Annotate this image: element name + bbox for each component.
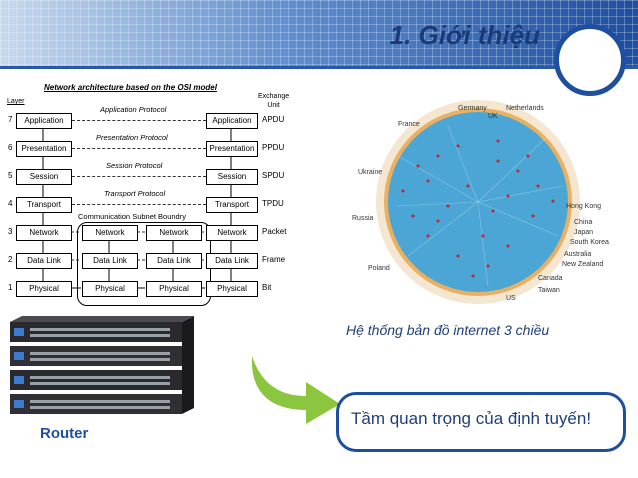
router-label: Router (40, 425, 89, 442)
map-caption: Hệ thống bản đồ internet 3 chiều (346, 322, 550, 338)
protocol-label: Application Protocol (100, 105, 167, 114)
layer-number: 6 (8, 143, 13, 152)
exchange-unit: Bit (262, 283, 272, 292)
map-label: China (574, 219, 592, 226)
host-b-layer: Physical (206, 281, 258, 297)
map-label: Australia (564, 251, 591, 258)
exchange-unit-header: Exchange Unit (258, 92, 289, 110)
host-a-layer: Physical (16, 281, 72, 297)
internet-3d-map: Ukraine Russia Poland Germany UK Netherl… (352, 100, 609, 304)
exchange-header-line2: Unit (267, 102, 280, 109)
map-label: Russia (352, 215, 374, 222)
host-a-layer: Session (16, 169, 72, 185)
osi-row-5: 5 Session Session Protocol Session SPDU (6, 161, 294, 185)
router-image (10, 316, 194, 414)
map-inner-disc (384, 108, 572, 296)
exchange-unit: Frame (262, 255, 286, 264)
map-country-labels: Ukraine Russia Poland Germany UK Netherl… (352, 105, 609, 302)
protocol-label: Session Protocol (106, 161, 163, 170)
osi-model-diagram: Network architecture based on the OSI mo… (6, 82, 294, 307)
osi-row-7: 7 Application Application Protocol Appli… (6, 105, 294, 129)
map-label: France (398, 121, 420, 128)
map-label: Ukraine (358, 169, 382, 176)
protocol-line (72, 176, 206, 177)
map-label: Canada (538, 275, 563, 282)
host-a-layer: Network (16, 225, 72, 241)
protocol-label: Presentation Protocol (96, 133, 168, 142)
map-node-dots (401, 139, 555, 278)
protocol-label: Transport Protocol (104, 189, 166, 198)
host-a-layer: Data Link (16, 253, 72, 269)
decorative-circle (554, 24, 626, 96)
header-divider (0, 66, 638, 69)
map-label: Poland (368, 265, 390, 272)
layer-number: 2 (8, 255, 13, 264)
layer-header: Layer (7, 98, 25, 105)
exchange-unit: SPDU (262, 171, 285, 180)
host-b-layer: Network (206, 225, 258, 241)
header-grid-pattern (0, 0, 638, 66)
protocol-line (72, 120, 206, 121)
map-label: UK (488, 113, 498, 120)
osi-row-6: 6 Presentation Presentation Protocol Pre… (6, 133, 294, 157)
router-b-layer: Data Link (146, 253, 202, 269)
osi-row-2: 2 Data Link Data Link Data Link Data Lin… (6, 253, 294, 269)
protocol-line (72, 148, 206, 149)
host-b-layer: Application (206, 113, 258, 129)
slide-title: 1. Giới thiệu (389, 20, 540, 50)
layer-number: 4 (8, 199, 13, 208)
router-leds (14, 328, 24, 408)
osi-row-4: 4 Transport Transport Protocol Transport… (6, 189, 294, 213)
exchange-header-line1: Exchange (258, 93, 290, 100)
exchange-unit: PPDU (262, 143, 285, 152)
subnet-boundary-label: Communication Subnet Boundry (78, 212, 186, 221)
layer-number: 3 (8, 227, 13, 236)
osi-row-3: 3 Network Network Network Network Packet (6, 225, 294, 241)
host-a-layer: Presentation (16, 141, 72, 157)
router-ports (30, 328, 170, 409)
exchange-unit: APDU (262, 115, 285, 124)
exchange-unit: TPDU (262, 199, 284, 208)
green-curved-arrow-icon (251, 356, 340, 424)
callout-box: Tầm quan trọng của định tuyến! (336, 392, 626, 452)
map-label: Hong Kong (566, 203, 601, 210)
router-b-layer: Network (146, 225, 202, 241)
layer-number: 1 (8, 283, 13, 292)
map-link-lines (397, 125, 564, 287)
map-label: Germany (458, 105, 487, 112)
protocol-line (72, 204, 206, 205)
layer-number: 5 (8, 171, 13, 180)
router-b-layer: Physical (146, 281, 202, 297)
map-label: US (506, 295, 516, 302)
host-b-layer: Transport (206, 197, 258, 213)
osi-connectors (42, 128, 232, 289)
osi-title: Network architecture based on the OSI mo… (44, 83, 217, 92)
router-a-layer: Physical (82, 281, 138, 297)
osi-row-1: 1 Physical Physical Physical Physical Bi… (6, 281, 294, 297)
exchange-unit: Packet (262, 227, 287, 236)
map-label: Netherlands (506, 105, 544, 112)
host-b-layer: Session (206, 169, 258, 185)
callout-text: Tầm quan trọng của định tuyến! (351, 409, 592, 428)
map-label: New Zealand (562, 261, 603, 268)
layer-number: 7 (8, 115, 13, 124)
router-a-layer: Network (82, 225, 138, 241)
header-banner: 1. Giới thiệu (0, 0, 638, 66)
map-label: Taiwan (538, 287, 560, 294)
router-a-layer: Data Link (82, 253, 138, 269)
map-label: Japan (574, 229, 593, 236)
host-b-layer: Presentation (206, 141, 258, 157)
host-a-layer: Application (16, 113, 72, 129)
host-a-layer: Transport (16, 197, 72, 213)
map-label: South Korea (570, 239, 609, 246)
host-b-layer: Data Link (206, 253, 258, 269)
